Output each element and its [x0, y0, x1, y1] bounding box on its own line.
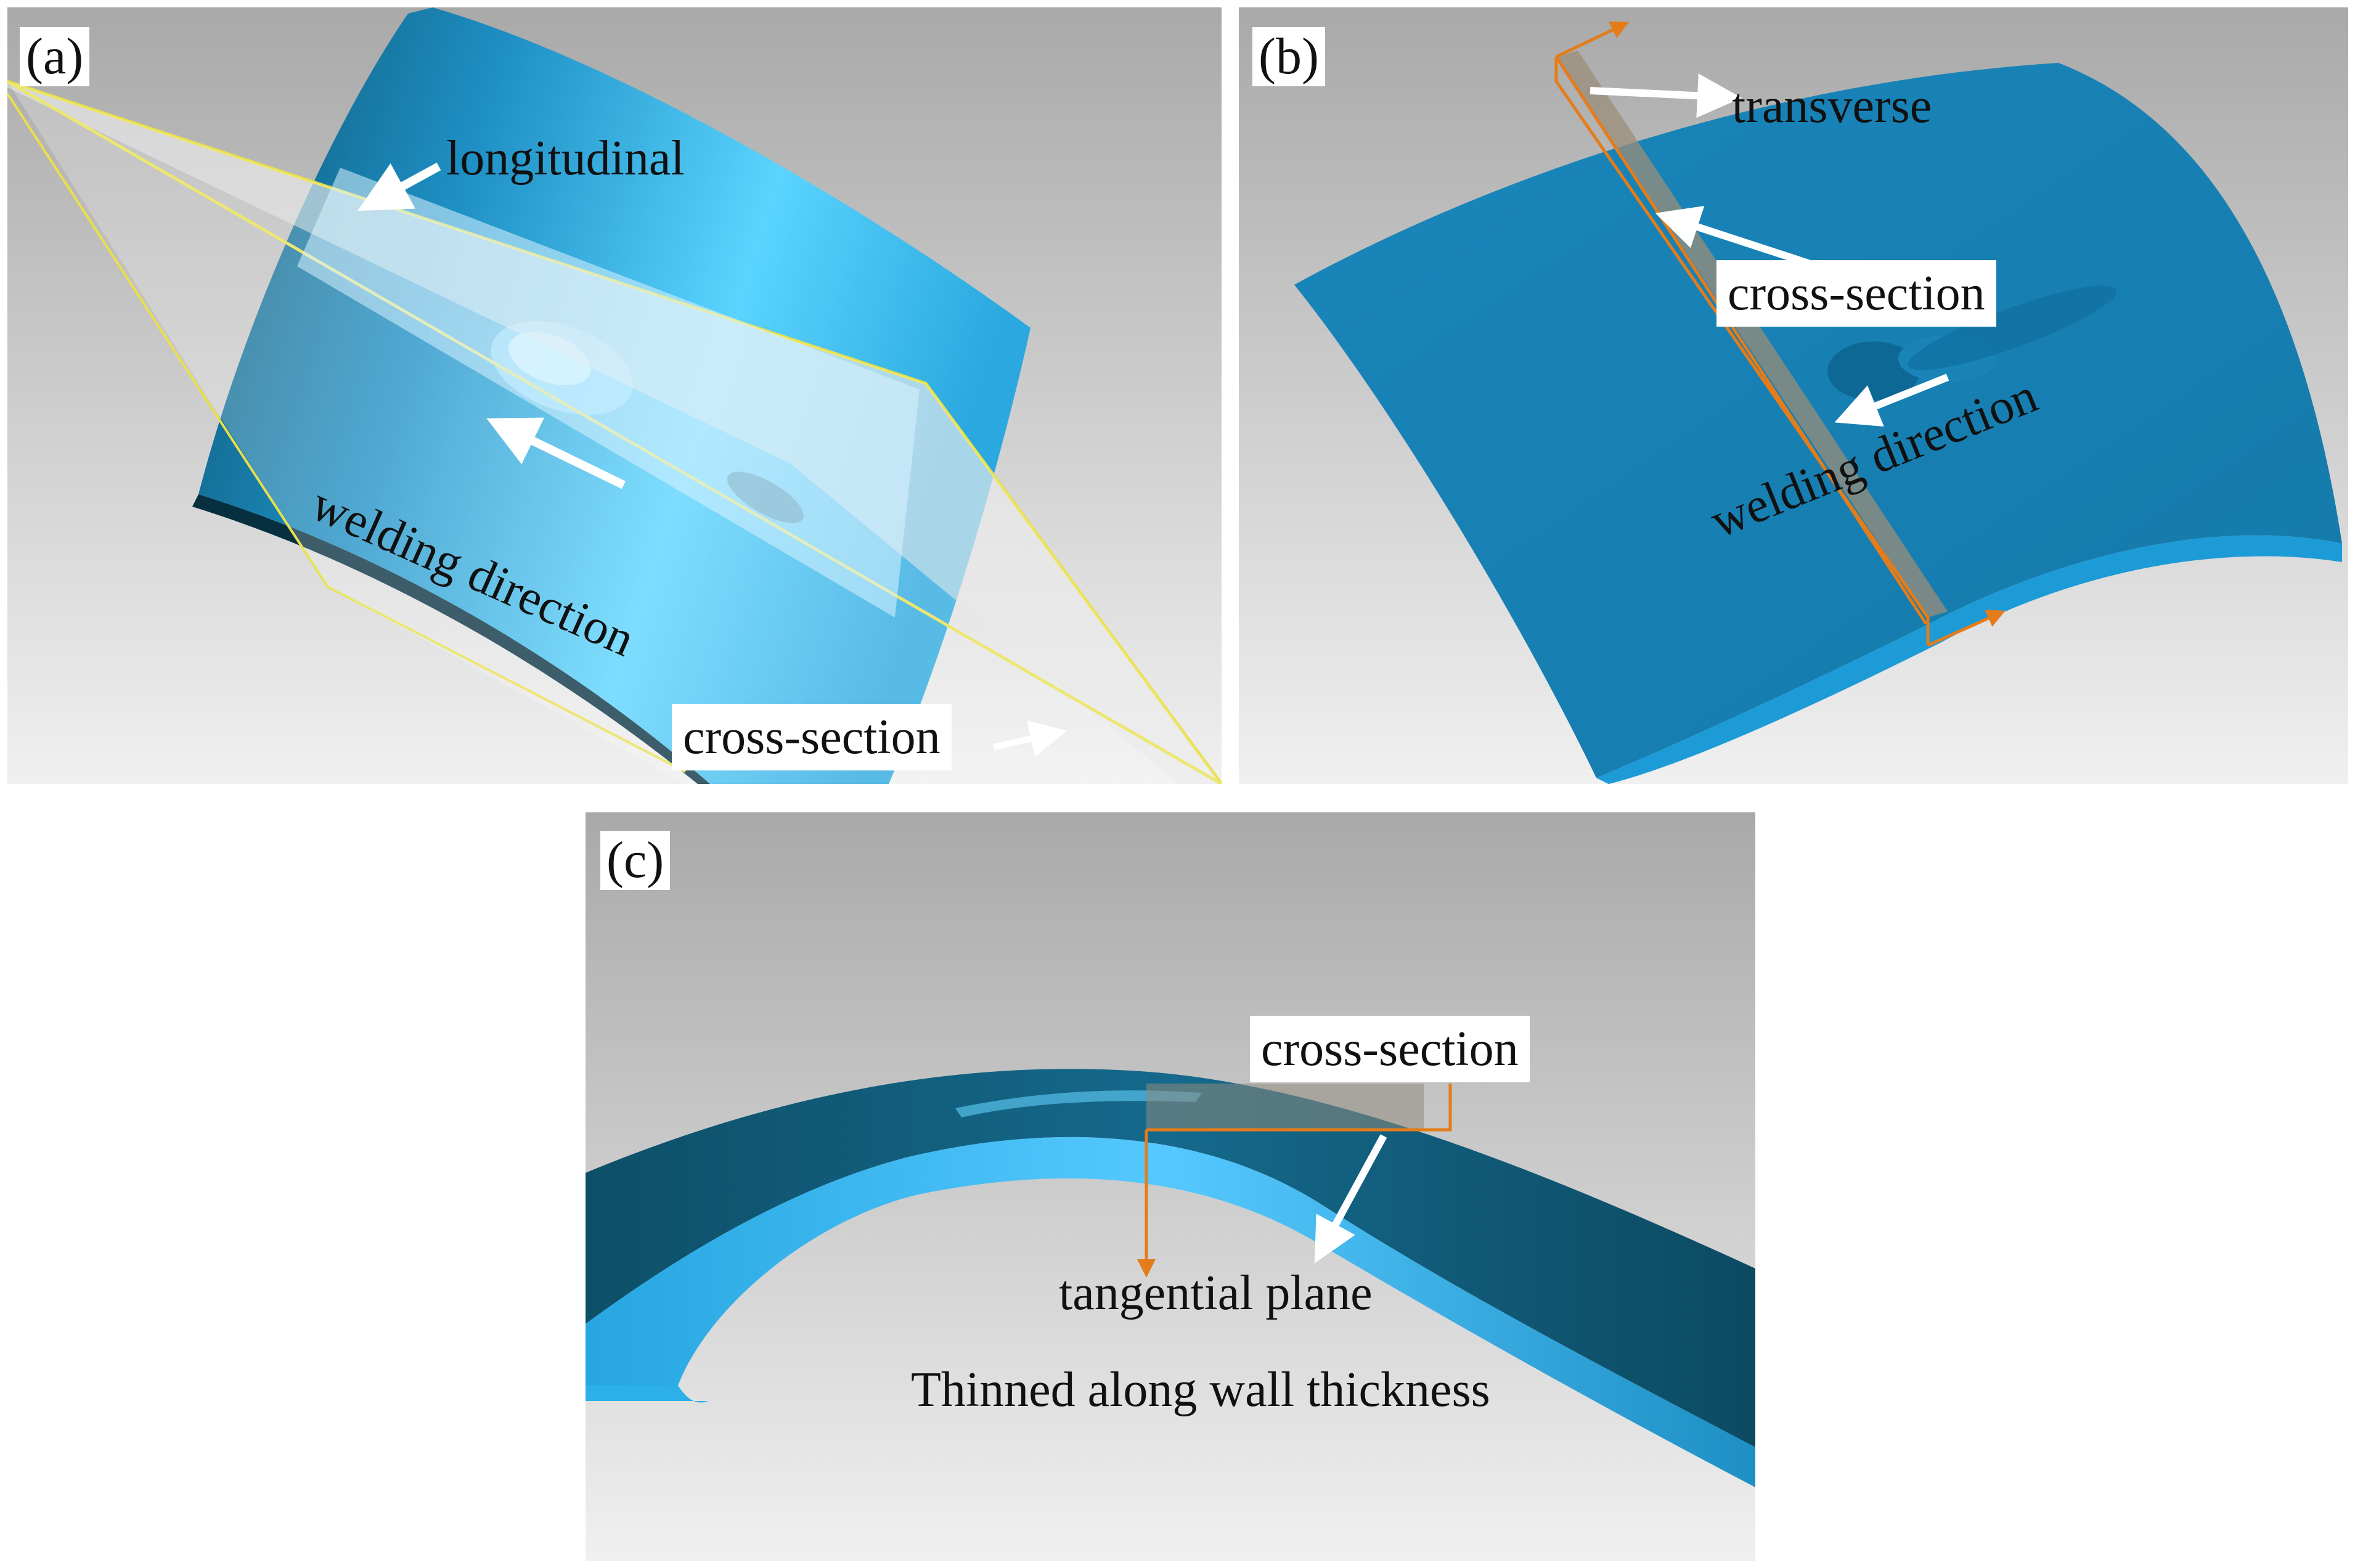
panel-b: (b) transverse cross-section welding dir…: [1239, 7, 2348, 784]
panel-a-tag: (a): [20, 27, 90, 86]
tangential-plane-label: tangential plane: [1059, 1266, 1373, 1320]
longitudinal-label: longitudinal: [446, 131, 685, 186]
panel-a: (a) longitudinal welding direction cross…: [7, 7, 1222, 784]
transverse-label: transverse: [1732, 79, 1932, 133]
cross-section-label: cross-section: [1716, 260, 1996, 327]
panel-c: (c) cross-section tangential plane Thinn…: [586, 812, 1755, 1561]
thinned-label: Thinned along wall thickness: [911, 1363, 1490, 1417]
panel-a-render: [7, 7, 1222, 784]
cross-section-label: cross-section: [672, 704, 952, 770]
cross-section-label: cross-section: [1250, 1016, 1530, 1082]
panel-c-render: [586, 812, 1755, 1561]
panel-b-tag: (b): [1252, 27, 1325, 86]
panel-b-render: [1239, 7, 2348, 784]
panel-c-tag: (c): [600, 831, 671, 890]
